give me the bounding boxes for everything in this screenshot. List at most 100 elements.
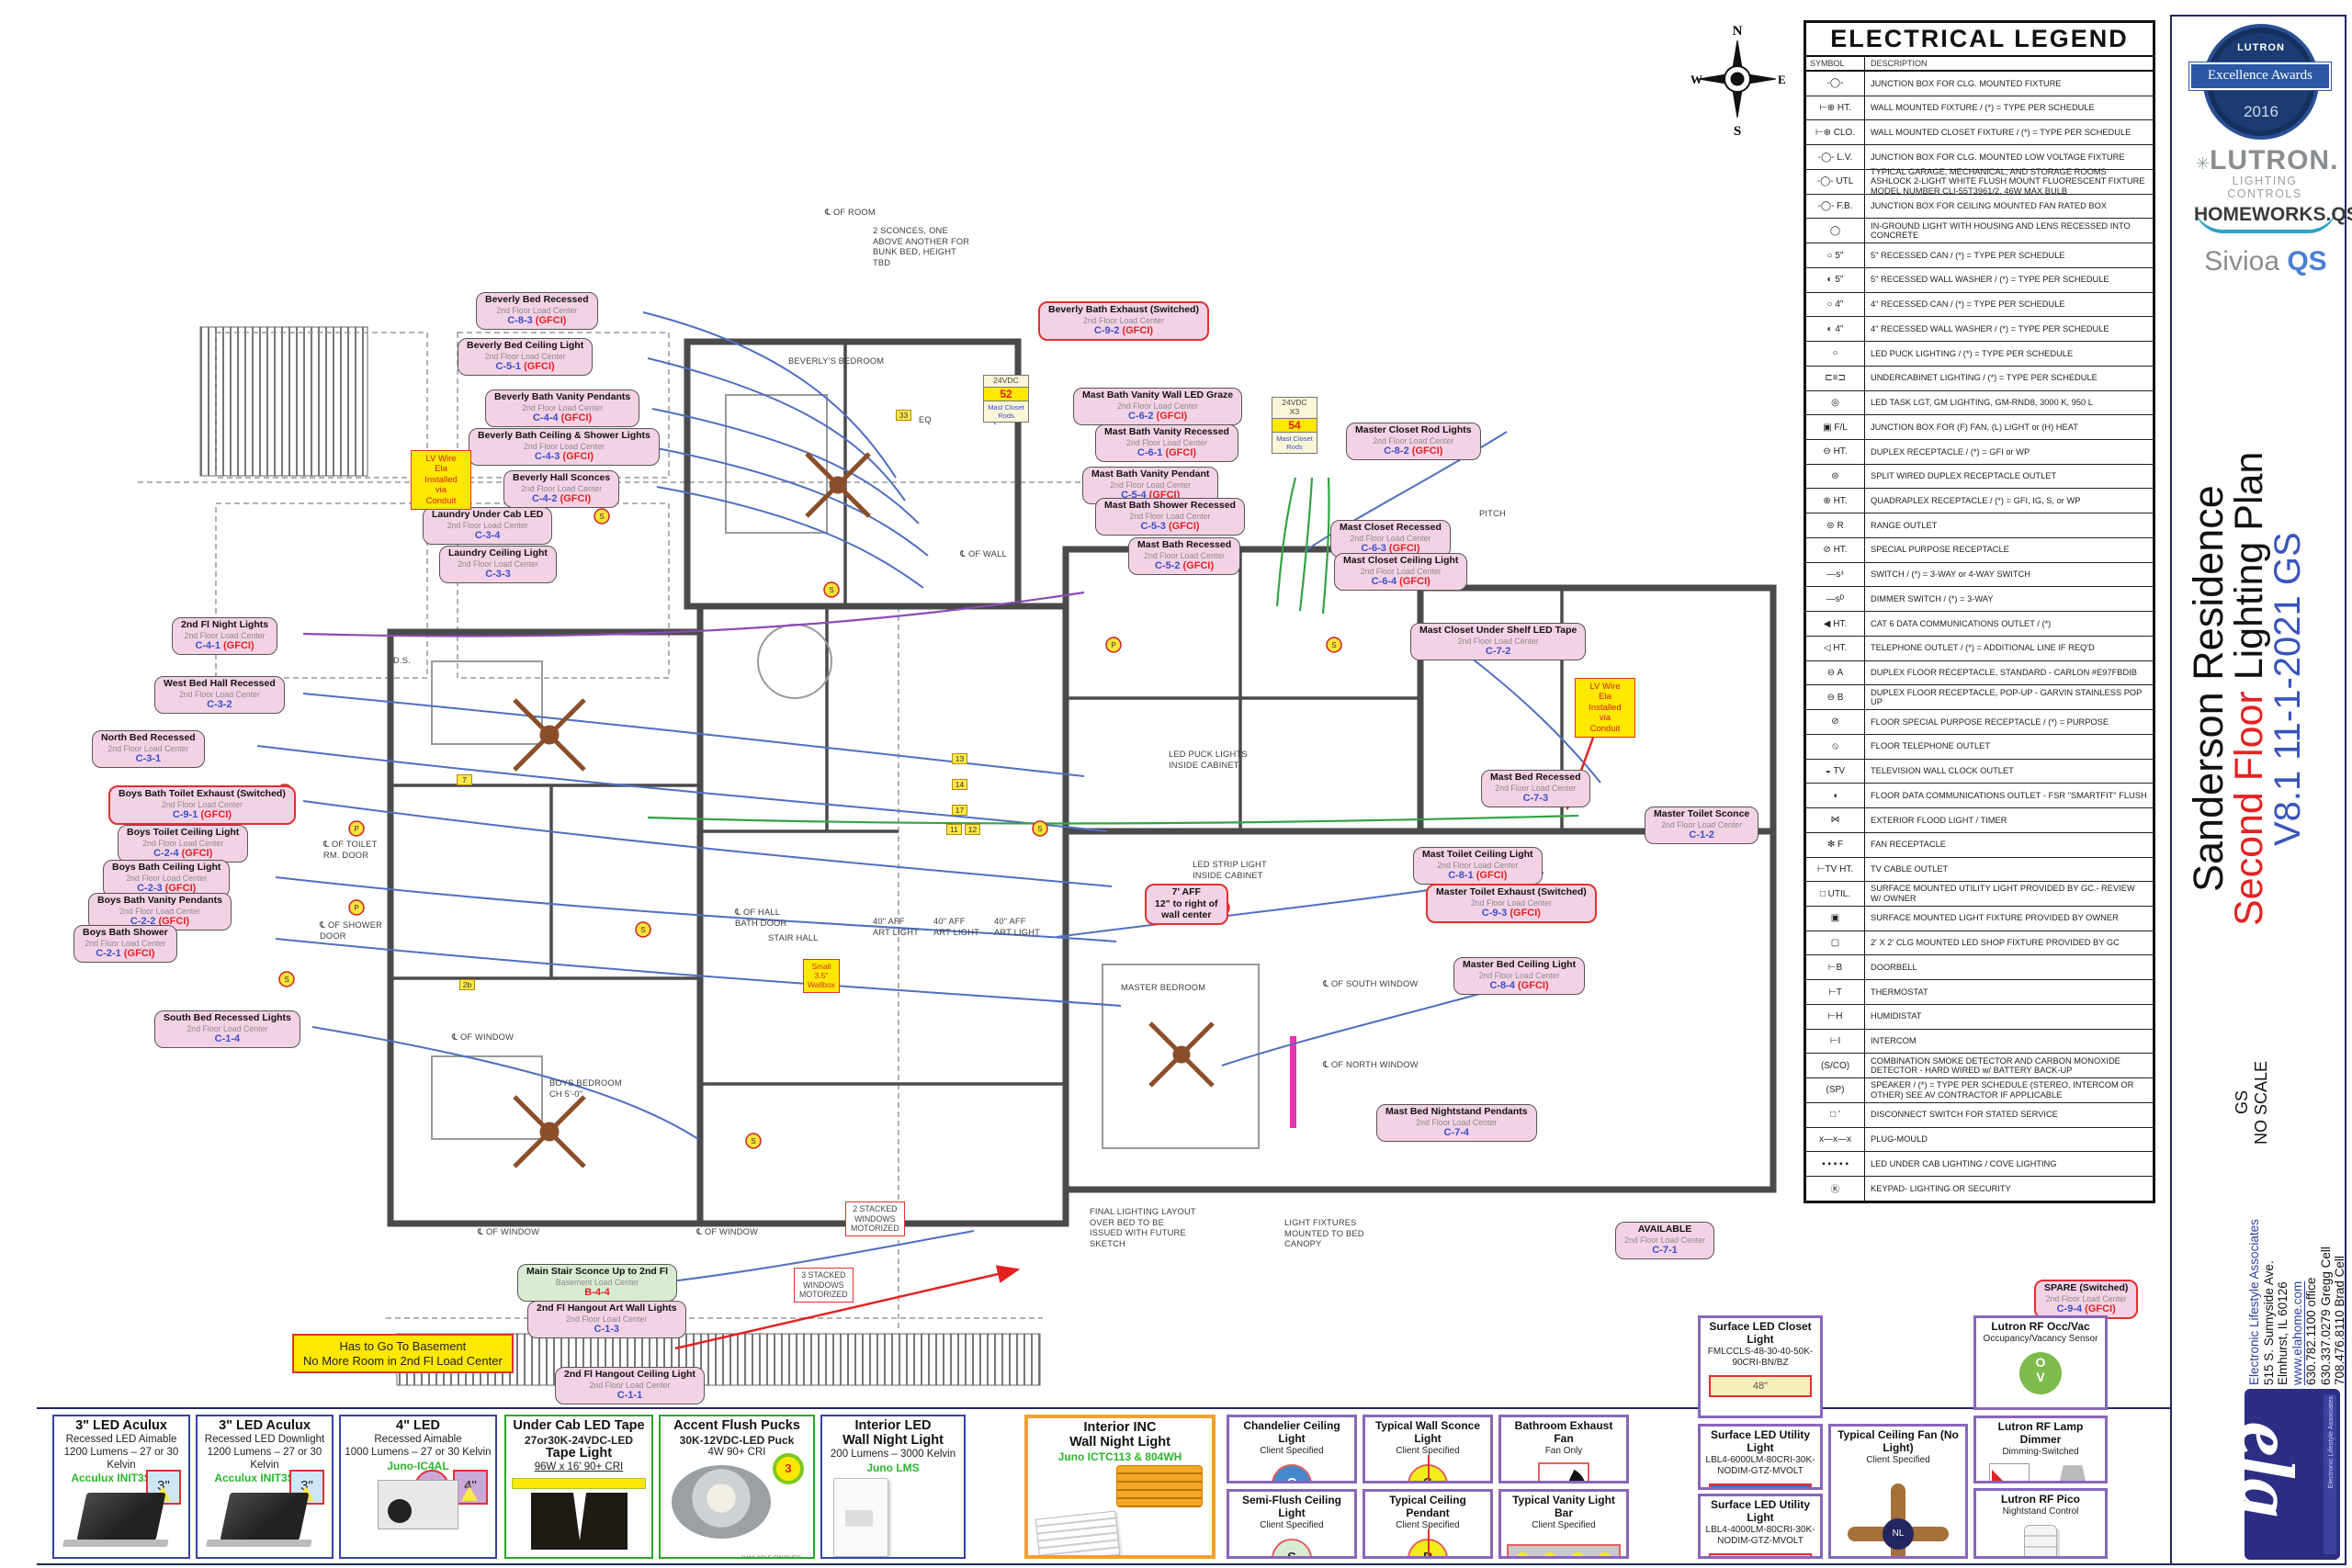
legend-symbol: ◖ — [1806, 784, 1865, 808]
callout-circuit: C-6-3 (GFCI) — [1361, 543, 1420, 555]
circuit-tag: 7 — [457, 774, 472, 785]
svg-text:S: S — [284, 976, 288, 984]
callout-title: Mast Bed Nightstand Pendants — [1385, 1106, 1528, 1117]
legend-row: ◖FLOOR DATA COMMUNICATIONS OUTLET - FSR … — [1806, 784, 2153, 809]
legend-symbol: ✻ F — [1806, 832, 1865, 857]
legend-description: COMBINATION SMOKE DETECTOR AND CARBON MO… — [1871, 1055, 2120, 1076]
lutron-sunburst-icon: ✳ — [2196, 154, 2211, 173]
callout-load-center: 2nd Floor Load Center — [1125, 437, 1207, 447]
legend-symbol: —sᴰ — [1806, 587, 1865, 612]
callout-circuit: C-4-3 (GFCI) — [534, 451, 594, 463]
legend-description: FLOOR TELEPHONE OUTLET — [1871, 741, 1991, 751]
lamp-dimmer-icon — [1989, 1463, 2030, 1481]
legend-symbol: □ UTIL. — [1806, 882, 1865, 906]
callout-load-center: 2nd Floor Load Center — [126, 873, 208, 883]
svg-text:S: S — [1037, 825, 1042, 833]
callout-circuit: C-8-1 (GFCI) — [1448, 870, 1508, 882]
fixture-line: 1200 Lumens – 27 or 30 Kelvin — [207, 1446, 322, 1471]
legend-description: DOORBELL — [1871, 962, 1917, 972]
callout-load-center: 2nd Floor Load Center — [2045, 1293, 2127, 1303]
svg-text:N: N — [1733, 24, 1743, 39]
gfci-flag: (GFCI) — [120, 948, 155, 960]
callout-circuit: C-1-1 — [616, 1390, 643, 1402]
callout-title: 2nd Fl Hangout Art Wall Lights — [537, 1303, 677, 1314]
callout-title: Beverly Bed Ceiling Light — [467, 340, 584, 351]
callout-circuit: C-6-1 (GFCI) — [1136, 447, 1197, 459]
callout-title: Mast Bath Vanity Recessed — [1104, 426, 1229, 437]
fixture-subtitle: LBL4-4000LM-80CRI-30K- NODIM-GTZ-MVOLT — [1705, 1524, 1815, 1547]
legend-row: (SP)SPEAKER / (*) = TYPE PER SCHEDULE (S… — [1806, 1078, 2153, 1103]
led-tape-bar — [512, 1478, 646, 1490]
fixture-title: Bathroom Exhaust Fan — [1514, 1419, 1613, 1445]
plan-annotation: 2 SCONCES, ONE ABOVE ANOTHER FOR BUNK BE… — [873, 226, 970, 267]
plan-annotation: 40" AFF ART LIGHT — [933, 917, 980, 937]
callout-load-center: 2nd Floor Load Center — [184, 630, 266, 640]
legend-description: THERMOSTAT — [1871, 987, 1928, 997]
callout-circuit: C-6-2 (GFCI) — [1127, 411, 1188, 423]
gfci-flag: (GFCI) — [532, 315, 567, 327]
legend-description: WALL MOUNTED CLOSET FIXTURE / (*) = TYPE… — [1871, 127, 2132, 137]
callout-circuit: C-1-3 — [594, 1324, 620, 1336]
puck-badge: 3 — [773, 1453, 804, 1484]
gfci-flag: (GFCI) — [1473, 870, 1508, 882]
legend-symbol: (S/CO) — [1806, 1054, 1865, 1078]
circuit-tag: 12 — [965, 824, 980, 835]
circuit-tag: 17 — [952, 805, 967, 816]
fixture-title: Interior INC — [1083, 1420, 1157, 1435]
table-lamp-icon — [2057, 1465, 2088, 1481]
plan-annotation: ℄ OF WINDOW — [696, 1227, 759, 1236]
legend-symbol: ▣ F/L — [1806, 415, 1865, 440]
callout-title: Master Toilet Sconce — [1654, 808, 1750, 819]
plan-callout: 7' AFF 12" to right of wall center — [1145, 884, 1228, 925]
legend-symbol: ⊢T — [1806, 980, 1865, 1004]
callout-title: 2nd Fl Night Lights — [181, 619, 269, 630]
legend-symbol: ⦸ — [1806, 734, 1865, 759]
driver-label: Mast Closet Rods — [988, 403, 1024, 420]
gfci-flag: (GFCI) — [178, 848, 213, 860]
plan-callout: Beverly Bath Exhaust (Switched)2nd Floor… — [1038, 301, 1209, 342]
vanity-lamp-dot — [1570, 1552, 1585, 1556]
callout-load-center: 2nd Floor Load Center — [1495, 783, 1577, 793]
legend-symbol: ◐ 4" — [1806, 317, 1865, 342]
callout-load-center: 2nd Floor Load Center — [1661, 819, 1743, 829]
company-website-link[interactable]: www.elahome.com — [2290, 1280, 2304, 1385]
fixture-line: Tape Light — [545, 1446, 613, 1461]
callout-circuit: C-6-4 (GFCI) — [1371, 576, 1430, 588]
legend-description: EXTERIOR FLOOD LIGHT / TIMER — [1871, 815, 2007, 825]
fixture-model: Juno ICTC113 & 804WH — [1057, 1450, 1182, 1463]
callout-load-center: 2nd Floor Load Center — [1470, 897, 1552, 908]
compass-rose: N S W E — [1690, 24, 1786, 138]
callout-title: Boys Bath Shower — [83, 927, 168, 938]
occ-vac-sensor-icon: O V — [2019, 1352, 2062, 1395]
legend-row: ◯IN-GROUND LIGHT WITH HOUSING AND LENS R… — [1806, 219, 2153, 244]
callout-circuit: C-9-4 (GFCI) — [2056, 1303, 2116, 1315]
svg-text:S: S — [599, 513, 604, 521]
plan-annotation: 40" AFF ART LIGHT — [994, 917, 1041, 937]
legend-symbol: ◁ HT. — [1806, 636, 1865, 660]
fixture-box: Typical Ceiling Fan (No Light)Client Spe… — [1828, 1424, 1968, 1559]
fixture-subtitle: Client Specified — [1396, 1519, 1460, 1530]
legend-symbol: ○ 4" — [1806, 292, 1865, 317]
homeworks-qs-logo: HOMEWORKS.QS — [2194, 204, 2352, 233]
legend-description: DIMMER SWITCH / (*) = 3-WAY — [1871, 593, 1994, 604]
legend-description: DISCONNECT SWITCH FOR STATED SERVICE — [1871, 1110, 2058, 1120]
pendant-icon: P — [1408, 1529, 1448, 1556]
legend-row: ◁ HT.TELEPHONE OUTLET / (*) = ADDITIONAL… — [1806, 636, 2153, 661]
fixture-line: 30K-12VDC-LED Puck — [679, 1433, 795, 1447]
plan-annotation: LED PUCK LIGHTS INSIDE CABINET — [1169, 750, 1248, 770]
legend-row: ◎LED TASK LGT, GM LIGHTING, GM-RND8, 300… — [1806, 390, 2153, 416]
plan-annotation: LED STRIP LIGHT INSIDE CABINET — [1193, 860, 1267, 880]
fixture-line: Recessed Aimable — [374, 1433, 462, 1445]
company-phone-brad: 708.476.8110 Brad Cell — [2333, 1256, 2346, 1385]
legend-row: ○LED PUCK LIGHTING / (*) = TYPE PER SCHE… — [1806, 342, 2153, 367]
